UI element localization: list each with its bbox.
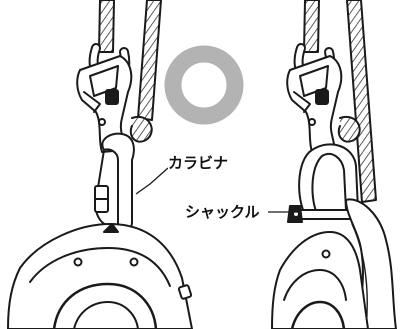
carabiner-leader-line bbox=[135, 167, 169, 195]
left-carabiner-link bbox=[101, 132, 135, 232]
right-rope-a bbox=[303, 0, 320, 53]
carabiner-label: カラビナ bbox=[168, 154, 229, 172]
shackle-label: シャックル bbox=[185, 203, 260, 221]
right-pulley-housing bbox=[271, 231, 369, 329]
right-shackle bbox=[298, 143, 359, 217]
left-assembly bbox=[7, 0, 193, 329]
correct-circle-mark bbox=[164, 45, 244, 125]
left-rope-b bbox=[137, 0, 162, 121]
right-assembly bbox=[271, 0, 397, 329]
left-rope-a bbox=[98, 0, 115, 53]
